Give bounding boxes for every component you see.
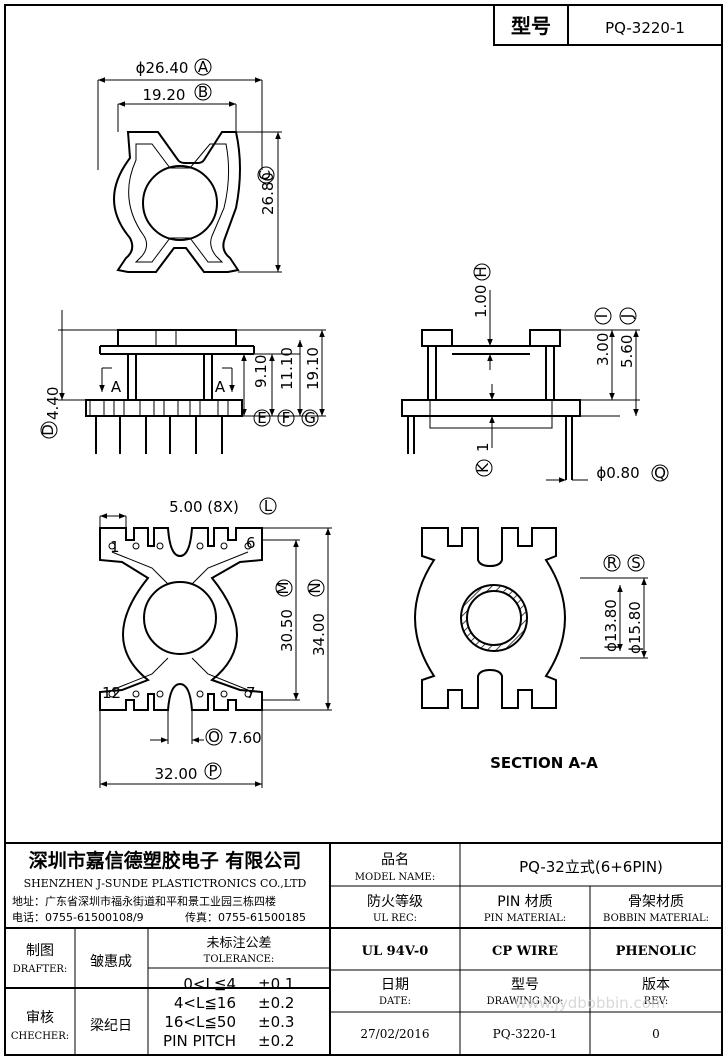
bobbin-material-cn: 骨架材质 [628, 894, 684, 910]
pin-number-6: 6 [246, 534, 256, 552]
pin-material-value: CP WIRE [492, 944, 558, 959]
date-cn: 日期 [381, 977, 409, 993]
dim-p-value: 32.00 [155, 765, 198, 783]
title-box-label: 型号 [511, 14, 551, 38]
dim-m-value: 30.50 [278, 609, 296, 652]
side-view: 1.00 H 3.00 5.60 I J 1 K ϕ0.80 Q [401, 263, 669, 483]
tolerance-en: TOLERANCE: [204, 954, 275, 965]
tolerance-value: ±0.2 [258, 994, 294, 1012]
drafter-cn: 制图 [26, 943, 54, 959]
company-name-en: SHENZHEN J-SUNDE PLASTICTRONICS CO.,LTD [24, 877, 307, 890]
drawing-no-en: DRAWING NO: [487, 996, 564, 1007]
tolerance-cn: 未标注公差 [206, 936, 271, 951]
pin-material-cn: PIN 材质 [497, 894, 553, 910]
bobbin-material-en: BOBBIN MATERIAL: [603, 913, 709, 924]
drawing-no-value: PQ-3220-1 [493, 1027, 558, 1041]
marker-o: O [208, 728, 220, 746]
dim-s-value: ϕ15.80 [626, 601, 644, 654]
tolerance-range: 4<L≦16 [174, 994, 236, 1012]
company-phone: 电话：0755-61500108/9 [12, 911, 144, 924]
drawing-no-cn: 型号 [511, 977, 539, 993]
marker-m: M [274, 582, 292, 595]
title-block: 深圳市嘉信德塑胶电子 有限公司 SHENZHEN J-SUNDE PLASTIC… [5, 842, 722, 1055]
title-box: 型号 PQ-3220-1 [493, 4, 723, 46]
company-address: 地址：广东省深圳市福永街道和平和景工业园三栋四楼 [12, 894, 276, 908]
top-view: ϕ26.40 A 19.20 B 26.80 C [97, 58, 282, 273]
section-label: SECTION A-A [490, 754, 598, 772]
model-name-en: MODEL NAME: [355, 872, 435, 883]
dim-o-value: 7.60 [228, 729, 261, 747]
pin-number-7: 7 [246, 684, 256, 702]
dim-g-value: 19.10 [304, 347, 322, 390]
rev-en: REV: [644, 996, 668, 1007]
bottom-view: 1 6 12 7 5.00 (8X) L 30.50 34.00 M N O 7… [99, 497, 332, 788]
tolerance-range: 0<L≦4 [183, 975, 236, 993]
dim-h-value: 1.00 [472, 285, 490, 318]
dim-d-value: 4.40 [44, 387, 62, 420]
ul-rec-cn: 防火等级 [367, 893, 423, 910]
marker-n: N [306, 582, 324, 593]
marker-l: L [264, 497, 273, 515]
dim-b-value: 19.20 [143, 86, 186, 104]
marker-h: H [472, 266, 490, 277]
marker-j: J [618, 314, 636, 319]
dim-j-value: 5.60 [618, 335, 636, 368]
sheet-frame [4, 4, 723, 1056]
dim-k-value: 1 [474, 442, 492, 452]
pin-number-12: 12 [102, 684, 121, 702]
marker-f: F [282, 409, 291, 427]
company-fax: 传真：0755-61500185 [185, 910, 306, 924]
tolerance-value: ±0.2 [258, 1032, 294, 1050]
marker-k: K [474, 462, 492, 473]
front-view: A A 4.40 D 9.10 11.10 19.10 E F G [39, 310, 326, 454]
title-box-value: PQ-3220-1 [605, 19, 685, 37]
section-arrow-left-label: A [111, 378, 122, 396]
tolerance-range: 16<L≦50 [164, 1013, 236, 1031]
section-arrow-right-label: A [215, 378, 226, 396]
pin-material-en: PIN MATERIAL: [484, 913, 566, 924]
watermark: www.jydbobbin.com [515, 994, 666, 1012]
rev-value: 0 [652, 1027, 660, 1041]
dim-q-value: ϕ0.80 [596, 464, 639, 482]
dim-i-value: 3.00 [594, 333, 612, 366]
drafter-value: 皱惠成 [90, 954, 132, 970]
tolerance-range: PIN PITCH [163, 1032, 236, 1050]
checker-en: CHECHER: [11, 1031, 69, 1042]
tolerance-value: ±0.3 [258, 1013, 294, 1031]
ul-rec-value: UL 94V-0 [362, 944, 429, 959]
dim-r-value: ϕ13.80 [602, 599, 620, 652]
checker-value: 梁纪日 [90, 1018, 132, 1034]
dim-a-value: ϕ26.40 [136, 59, 189, 77]
model-name-value: PQ-32立式(6+6PIN) [519, 858, 663, 876]
pin-number-1: 1 [110, 538, 120, 556]
model-name-cn: 品名 [381, 852, 409, 868]
bobbin-material-value: PHENOLIC [616, 944, 697, 959]
marker-c: C [256, 170, 274, 180]
marker-r: R [607, 554, 617, 572]
checker-cn: 审核 [26, 1010, 54, 1026]
dim-f-value: 11.10 [278, 347, 296, 390]
marker-e: E [257, 409, 266, 427]
tolerance-value: ±0.1 [258, 975, 294, 993]
section-view: ϕ13.80 ϕ15.80 R S SECTION A-A [414, 527, 648, 772]
marker-d: D [39, 424, 57, 436]
marker-q: Q [654, 464, 666, 482]
tolerance-table: 0<L≦4 ±0.1 4<L≦16 ±0.2 16<L≦50 ±0.3 PIN … [163, 975, 294, 1050]
ul-rec-en: UL REC: [373, 913, 417, 924]
marker-g: G [304, 409, 316, 427]
marker-i: I [593, 314, 611, 318]
dim-l-value: 5.00 (8X) [169, 498, 239, 516]
drafter-en: DRAFTER: [13, 964, 68, 975]
marker-b: B [198, 83, 208, 101]
date-en: DATE: [379, 996, 411, 1007]
marker-p: P [208, 762, 217, 780]
marker-s: S [631, 554, 641, 572]
rev-cn: 版本 [642, 977, 670, 993]
company-name-cn: 深圳市嘉信德塑胶电子 有限公司 [29, 849, 302, 872]
marker-a: A [198, 58, 209, 76]
dim-n-value: 34.00 [310, 613, 328, 656]
dim-e-value: 9.10 [252, 355, 270, 388]
date-value: 27/02/2016 [360, 1027, 429, 1041]
